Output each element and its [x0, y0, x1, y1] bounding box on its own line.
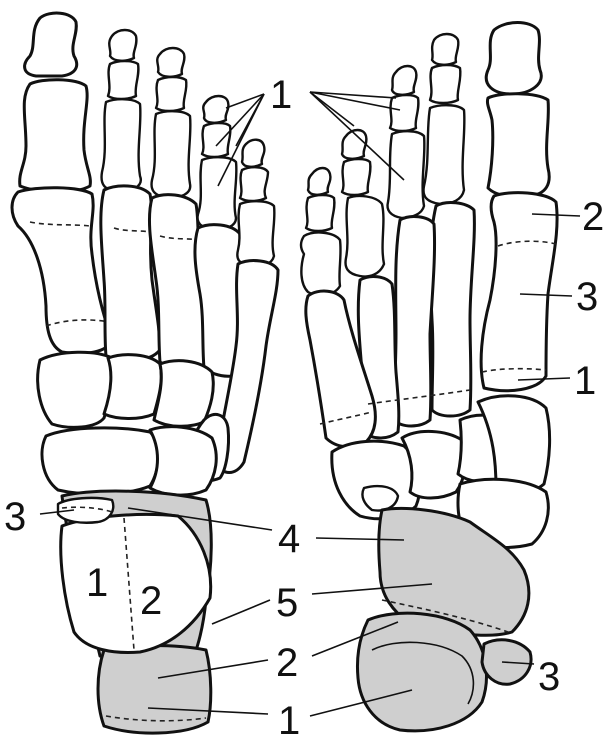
label-talus-2: 2	[140, 579, 162, 623]
label-left-3: 3	[4, 495, 26, 539]
left-navicular-lateral	[150, 427, 216, 495]
right-toe2-proximal	[424, 105, 465, 204]
left-toe4-middle	[202, 123, 230, 157]
left-toe3-distal	[157, 48, 184, 77]
right-lateral-cuneiform	[402, 431, 465, 498]
right-toe2-distal	[432, 34, 458, 65]
left-hallux-proximal-phalanx	[20, 80, 91, 192]
left-hallux-distal-phalanx	[25, 13, 77, 76]
right-toe5-middle	[306, 195, 334, 231]
label-phalanges-left: 1	[270, 73, 292, 117]
label-center-1: 1	[278, 699, 300, 743]
label-metatarsal-right-2: 2	[582, 195, 604, 239]
label-right-3: 3	[538, 655, 560, 699]
left-toe5-proximal	[237, 201, 274, 266]
label-metatarsal-right-1: 1	[574, 359, 596, 403]
right-metatarsal-3	[394, 217, 435, 426]
left-toe3-proximal	[152, 111, 191, 198]
right-toe4-proximal	[346, 196, 384, 277]
left-toe4-distal	[203, 96, 228, 123]
right-metatarsal-1	[481, 193, 557, 391]
right-toe4-middle	[342, 159, 370, 195]
label-metatarsal-right-3: 3	[576, 275, 598, 319]
right-hallux-distal-phalanx	[486, 23, 541, 95]
right-toe3-middle	[390, 95, 418, 131]
right-metatarsal-2	[430, 203, 474, 416]
left-navicular	[42, 428, 158, 494]
left-toe2-proximal	[102, 99, 141, 192]
left-metatarsal-1	[12, 188, 112, 354]
left-toe5-middle	[240, 167, 268, 201]
left-toe3-middle	[156, 77, 186, 111]
left-toe5-distal	[242, 140, 264, 167]
left-toe2-middle	[108, 61, 138, 99]
left-toe2-distal	[109, 30, 136, 61]
right-toe3-proximal	[388, 131, 425, 218]
left-medial-cuneiform	[38, 352, 114, 427]
right-hallux-proximal-phalanx	[487, 94, 549, 197]
right-toe5-proximal	[301, 233, 341, 296]
right-toe2-middle	[430, 65, 460, 103]
right-foot	[301, 23, 557, 731]
right-toe3-distal	[392, 66, 416, 95]
left-intermediate-cuneiform	[104, 355, 161, 419]
left-lateral-cuneiform	[154, 361, 213, 427]
left-toe4-proximal	[198, 157, 237, 230]
label-center-5: 5	[276, 581, 298, 625]
label-center-4: 4	[278, 517, 300, 561]
label-center-2: 2	[276, 641, 298, 685]
right-cuboid-tuberosity	[362, 486, 398, 510]
right-toe5-distal	[308, 168, 330, 195]
label-talus-1: 1	[86, 561, 108, 605]
